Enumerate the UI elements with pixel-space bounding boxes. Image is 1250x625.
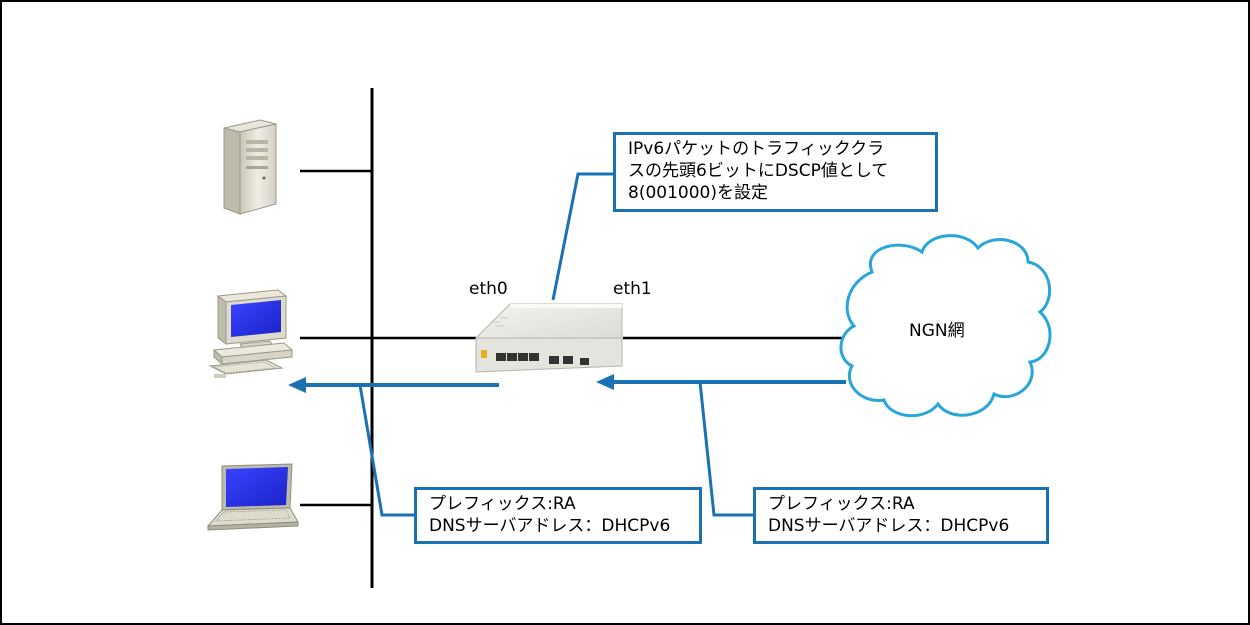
callout-line: DNSサーバアドレス：DHCPv6 (768, 516, 1010, 536)
eth0-label: eth0 (469, 279, 508, 299)
desktop-pc-icon (208, 289, 294, 378)
callout-line: プレフィックス:RA (429, 494, 576, 514)
laptop-icon (206, 463, 299, 531)
callout-line: プレフィックス:RA (768, 494, 915, 514)
wan-to-router-arrow (596, 374, 846, 390)
callout-line: 8(001000)を設定 (628, 183, 768, 203)
server-icon (223, 119, 277, 215)
callout-line: IPv6パケットのトラフィッククラ (628, 139, 885, 159)
cloud-icon (839, 234, 1052, 418)
router-icon (474, 303, 623, 373)
router-callout-connector (551, 172, 614, 301)
lan-callout-connector (358, 384, 416, 517)
router-setting-callout: IPv6パケットのトラフィッククラ スの先頭6ビットにDSCP値として 8(00… (613, 132, 938, 212)
wan-callout-connector (698, 381, 754, 517)
callout-line: スの先頭6ビットにDSCP値として (628, 161, 889, 181)
wan-side-callout: プレフィックス:RA DNSサーバアドレス：DHCPv6 (753, 487, 1049, 544)
ngn-cloud-label: NGN網 (909, 321, 965, 341)
eth1-label: eth1 (613, 279, 652, 299)
lan-side-callout: プレフィックス:RA DNSサーバアドレス：DHCPv6 (414, 487, 702, 544)
router-to-lan-arrow (288, 377, 499, 393)
callout-line: DNSサーバアドレス：DHCPv6 (429, 516, 671, 536)
